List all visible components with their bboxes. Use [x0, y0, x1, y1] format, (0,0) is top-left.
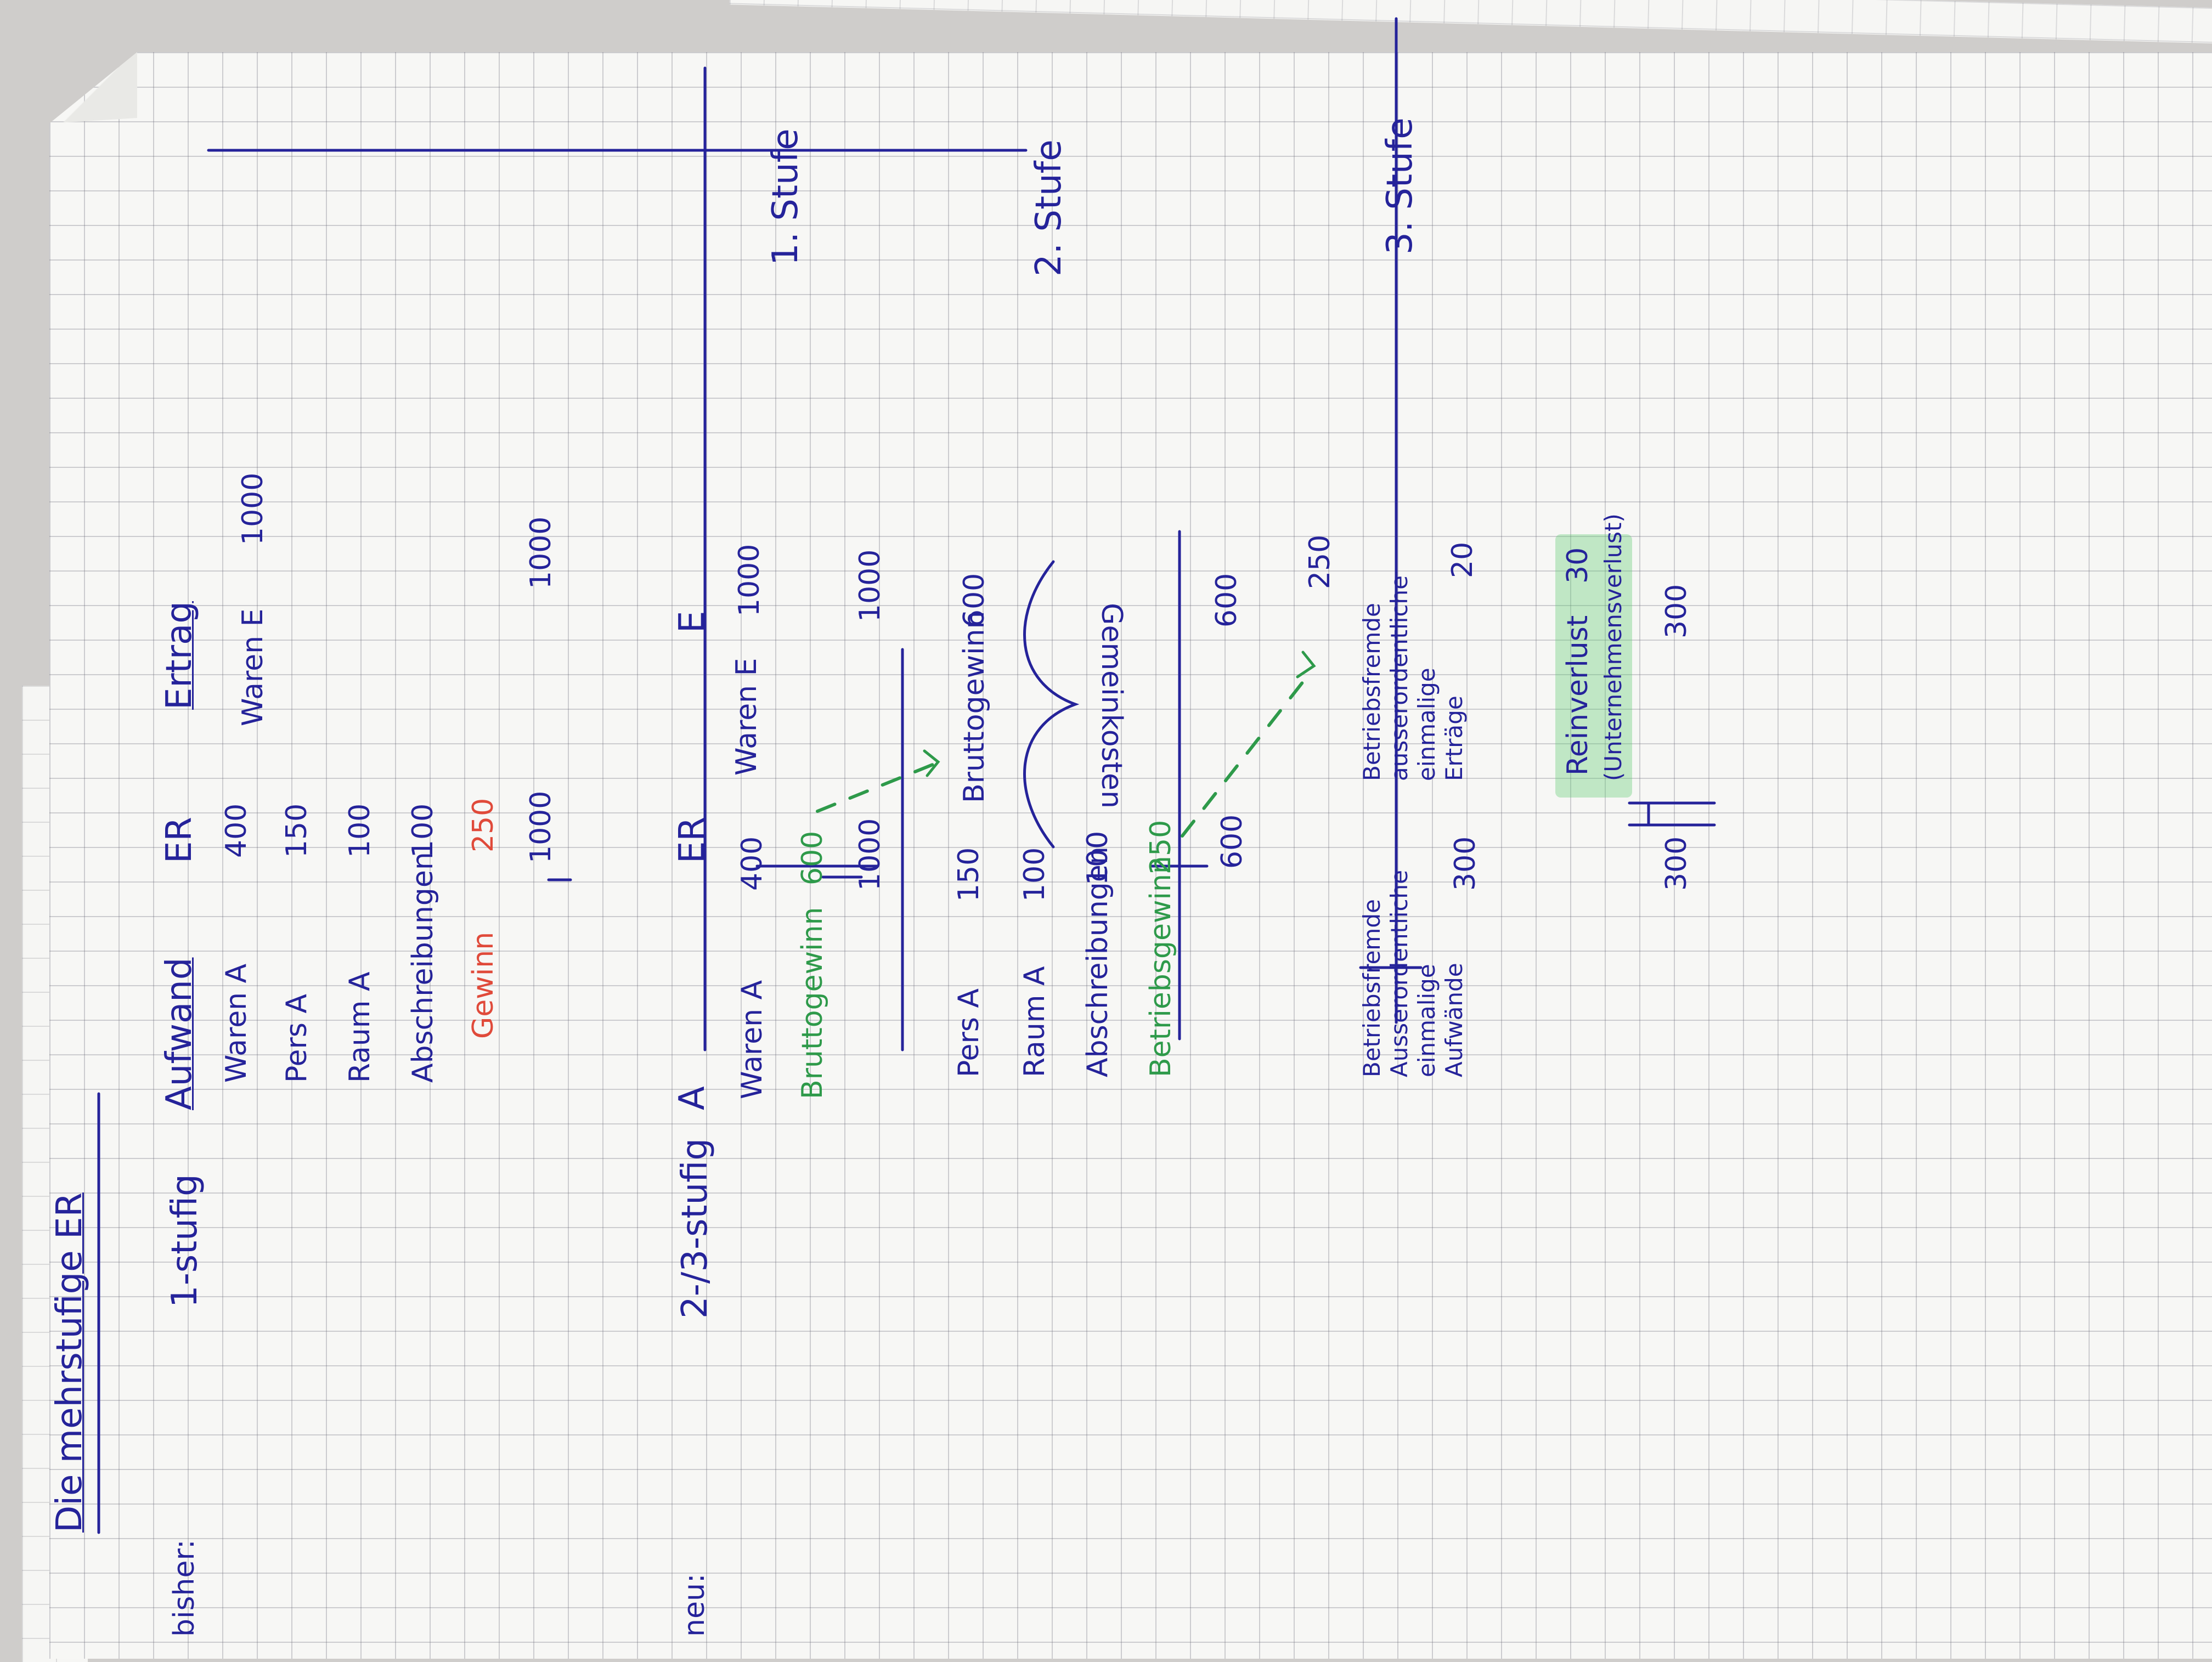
- s2-total-right: 600: [1210, 573, 1243, 628]
- s3-right-line: einmalige: [1413, 668, 1440, 781]
- old-row-value: 100: [407, 803, 439, 858]
- s1-brutto-value: 600: [796, 830, 829, 885]
- old-right-value: 1000: [236, 472, 269, 545]
- s1-total-right: 1000: [854, 549, 887, 622]
- s2-row-value: 100: [1018, 847, 1051, 902]
- s2-betriebsgewinn-label: Betriebsgewinn: [1144, 856, 1177, 1077]
- old-row-value: 400: [220, 803, 253, 858]
- s2-row-label: Raum A: [1018, 966, 1051, 1077]
- new-type: 2-/3-stufig: [675, 1138, 715, 1319]
- s3-right-value: 20: [1446, 541, 1479, 578]
- old-total-left: 1000: [524, 790, 557, 863]
- s1-total-left: 1000: [854, 818, 887, 891]
- s1-right-value: 1000: [733, 544, 766, 617]
- s3-total-right: 300: [1660, 584, 1693, 638]
- old-prefix: bisher:: [168, 1539, 201, 1637]
- s3-left-value: 300: [1449, 836, 1482, 891]
- old-type: 1-stufig: [165, 1174, 205, 1308]
- s1-left-value: 400: [736, 836, 769, 891]
- s3-left-line: einmalige: [1413, 964, 1440, 1077]
- reinverlust-note: (Unternehmensverlust): [1600, 513, 1627, 781]
- s2-row-value: 100: [1081, 830, 1114, 885]
- s3-left-line: Ausserordentliche: [1386, 870, 1413, 1077]
- s1-right-label: Waren E: [730, 658, 763, 776]
- grid-paper-sheet: [49, 52, 2212, 1659]
- s3-right-line: ausserordentliche: [1386, 575, 1413, 781]
- stage-2-label: 2. Stufe: [1029, 139, 1069, 276]
- s2-row-label: Pers A: [952, 988, 985, 1077]
- old-row-label: Raum A: [343, 971, 376, 1083]
- gemeinkosten-label: Gemeinkosten: [1095, 603, 1128, 809]
- old-row-value: 150: [280, 803, 313, 858]
- stage-3-label: 3. Stufe: [1380, 117, 1420, 255]
- s2-right-label: Bruttogewinn: [958, 610, 991, 804]
- new-prefix: neu:: [678, 1573, 711, 1637]
- s2-row-value: 150: [952, 847, 985, 902]
- old-gewinn-label: Gewinn: [467, 931, 500, 1039]
- s3-left-line: Betriebsfremde: [1358, 899, 1385, 1077]
- old-header-ertrag: Ertrag: [159, 601, 200, 710]
- new-header-a: A: [672, 1086, 713, 1110]
- s2-betriebsgewinn-value: 250: [1144, 819, 1177, 874]
- old-header-aufwand: Aufwand: [159, 957, 200, 1111]
- page-title: Die mehrstufige ER: [49, 1192, 90, 1533]
- s3-right-line: Betriebsfremde: [1358, 603, 1385, 781]
- stage-1-label: 1. Stufe: [765, 128, 806, 265]
- old-gewinn-value: 250: [467, 798, 500, 852]
- new-header-e: E: [672, 610, 713, 633]
- old-row-label: Waren A: [220, 963, 253, 1083]
- s1-left-label: Waren A: [736, 980, 769, 1099]
- old-total-right: 1000: [524, 516, 557, 589]
- old-row-label: Abschreibungen: [407, 852, 439, 1083]
- reinverlust-label: Reinverlust: [1561, 615, 1594, 776]
- s3-carry-value: 250: [1304, 534, 1336, 589]
- s3-total-left: 300: [1660, 836, 1693, 891]
- s2-right-value: 600: [958, 573, 991, 628]
- new-header-er: ER: [672, 817, 713, 863]
- s2-total-left: 600: [1216, 814, 1249, 869]
- old-row-label: Pers A: [280, 993, 313, 1083]
- s1-brutto-label: Bruttogewinn: [796, 907, 829, 1100]
- s3-right-line: Erträge: [1441, 696, 1468, 781]
- old-row-value: 100: [343, 803, 376, 858]
- old-header-er: ER: [159, 817, 200, 863]
- s3-left-line: Aufwände: [1441, 963, 1468, 1077]
- old-right-label: Waren E: [236, 608, 269, 726]
- reinverlust-value: 30: [1561, 547, 1594, 584]
